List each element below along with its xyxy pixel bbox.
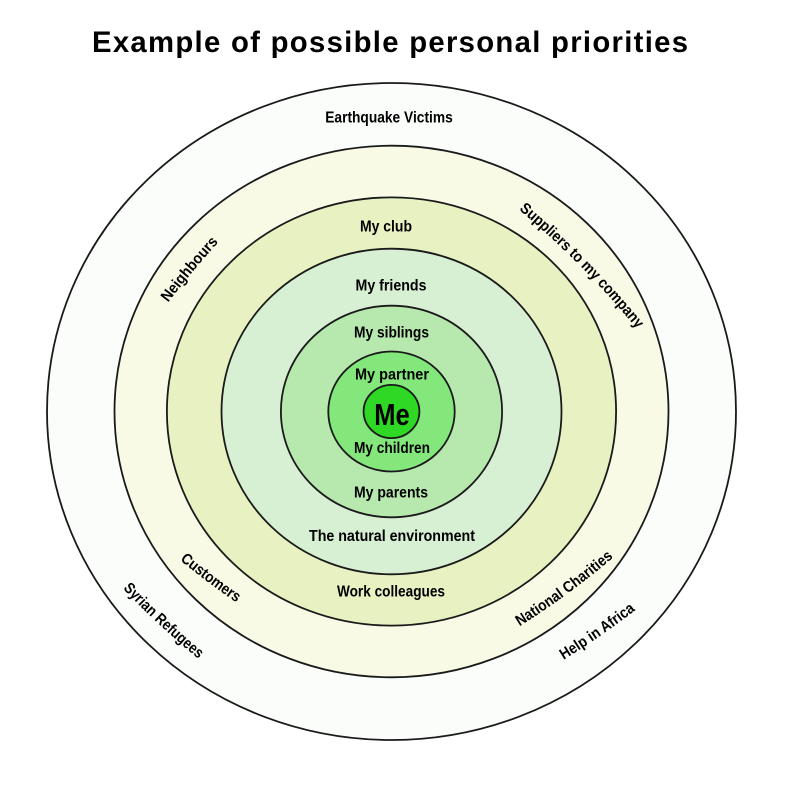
svg-text:Earthquake Victims: Earthquake Victims — [325, 110, 453, 127]
svg-text:My siblings: My siblings — [354, 325, 429, 342]
svg-text:My children: My children — [354, 440, 430, 457]
svg-text:My friends: My friends — [356, 278, 427, 295]
svg-text:Me: Me — [374, 398, 410, 432]
svg-text:My parents: My parents — [354, 485, 428, 502]
svg-text:My partner: My partner — [355, 367, 429, 384]
svg-text:My club: My club — [360, 219, 412, 236]
svg-text:Example of possible personal p: Example of possible personal priorities — [92, 26, 688, 59]
svg-text:The natural environment: The natural environment — [309, 528, 475, 545]
svg-text:Work colleagues: Work colleagues — [337, 584, 445, 601]
